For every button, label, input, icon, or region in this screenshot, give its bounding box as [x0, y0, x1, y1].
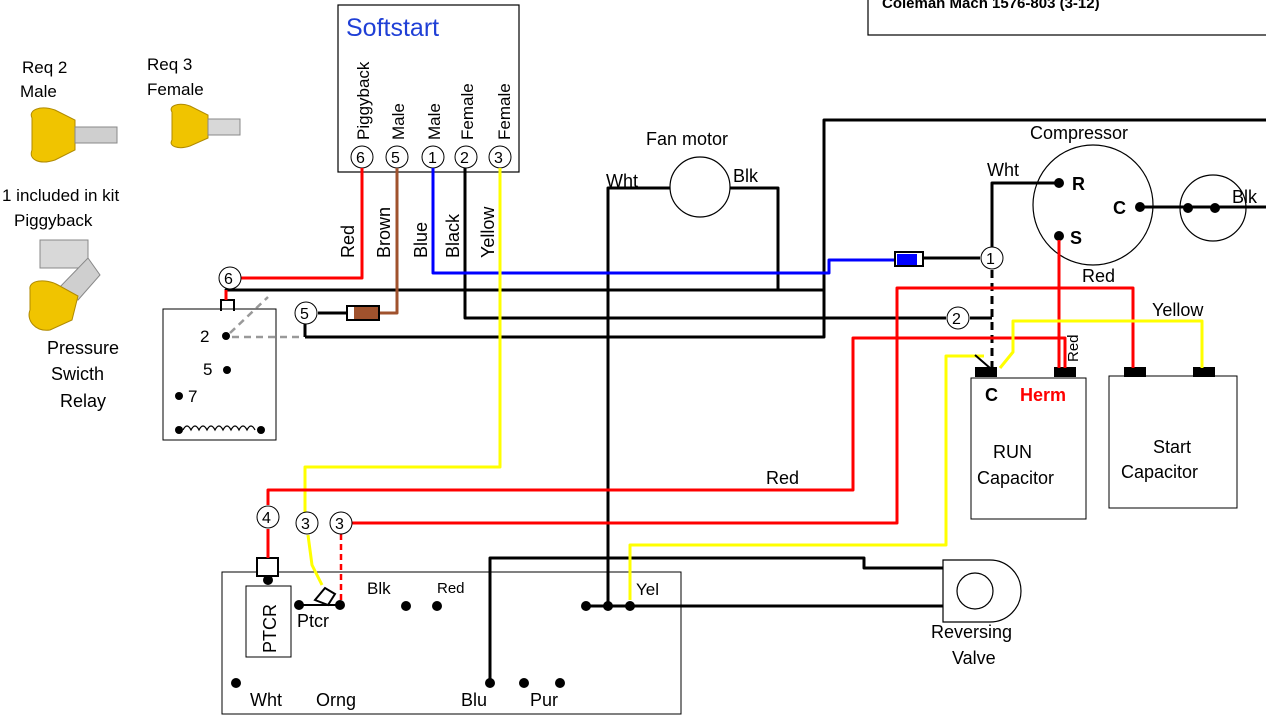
softstart-box: Softstart Piggyback Male Male Female Fem…: [337, 4, 520, 173]
req2-label: Req 2: [22, 58, 67, 77]
header-title: Coleman Mach 1576-803 (3-12): [882, 0, 1100, 12]
psr-terminal-2: 2: [200, 327, 209, 346]
board-ptcr-vertical: PTCR: [260, 604, 280, 653]
compressor-label: Compressor: [1030, 123, 1128, 143]
compressor-r: R: [1072, 174, 1085, 194]
piggyback-connector-icon: [28, 239, 101, 331]
plugs: [300, 251, 924, 607]
rv-label-2: Valve: [952, 648, 996, 668]
connector-legend: Req 2 Male Req 3 Female 1 included in ki…: [2, 55, 241, 331]
wire-black-label: Black: [443, 213, 463, 258]
wire-red-herm-label: Red: [1065, 334, 1082, 362]
psr-terminal-5: 5: [203, 360, 212, 379]
softstart-num-3: 3: [494, 150, 503, 167]
wire-labels: Red Brown Blue Black Yellow Red Red Yell…: [338, 206, 1204, 488]
board-blu: Blu: [461, 690, 487, 710]
board-blk: Blk: [367, 579, 391, 598]
wire-blue-label: Blue: [411, 222, 431, 258]
splice-6: 6: [224, 271, 233, 288]
psr-label-1: Pressure: [47, 338, 119, 358]
softstart-type-5: Male: [389, 103, 408, 140]
board-pur: Pur: [530, 690, 558, 710]
start-cap-label-1: Start: [1153, 437, 1191, 457]
coil-icon: [175, 425, 265, 434]
fan-blk: Blk: [733, 166, 759, 186]
wires: [224, 118, 1266, 683]
board-orng: Orng: [316, 690, 356, 710]
softstart-num-1: 1: [428, 150, 437, 167]
req3-label: Req 3: [147, 55, 192, 74]
splice-3b: 3: [335, 516, 344, 533]
start-capacitor: Start Capacitor: [1108, 367, 1238, 509]
start-cap-label-2: Capacitor: [1121, 462, 1198, 482]
board-ptcr: Ptcr: [297, 611, 329, 631]
psr-label-2: Swicth: [51, 364, 104, 384]
fan-label: Fan motor: [646, 129, 728, 149]
splice-5: 5: [300, 306, 309, 323]
compressor-s: S: [1070, 228, 1082, 248]
included-label: 1 included in kit: [2, 186, 119, 205]
splice-1: 1: [986, 251, 995, 268]
softstart-type-6: Piggyback: [354, 61, 373, 140]
compressor: Compressor Wht R C S Blk: [987, 123, 1258, 266]
fan-motor: Fan motor Wht Blk: [606, 129, 759, 218]
softstart-type-2: Female: [458, 83, 477, 140]
softstart-num-5: 5: [391, 150, 400, 167]
female-connector-icon: [170, 103, 241, 149]
reversing-valve: Reversing Valve: [931, 559, 1022, 668]
wire-yellow-label: Yellow: [478, 206, 498, 258]
splice-4: 4: [262, 510, 271, 527]
header-box: Coleman Mach 1576-803 (3-12): [867, 0, 1266, 36]
rv-label-1: Reversing: [931, 622, 1012, 642]
psr-terminal-7: 7: [188, 387, 197, 406]
run-cap-label-2: Capacitor: [977, 468, 1054, 488]
piggyback-label: Piggyback: [14, 211, 93, 230]
compressor-c: C: [1113, 198, 1126, 218]
male-connector-icon: [30, 107, 118, 163]
board-red: Red: [437, 580, 465, 597]
psr-label-3: Relay: [60, 391, 106, 411]
control-board: PTCR Ptcr Blk Red Yel Wht Orng Blu Pur: [221, 557, 682, 715]
wire-yellow-cap-label: Yellow: [1152, 300, 1204, 320]
board-wht: Wht: [250, 690, 282, 710]
softstart-num-2: 2: [460, 150, 469, 167]
run-capacitor: C Herm RUN Capacitor: [970, 367, 1087, 520]
board-yel: Yel: [636, 580, 659, 599]
wire-red-comp-label: Red: [1082, 266, 1115, 286]
softstart-type-3: Female: [495, 83, 514, 140]
softstart-num-6: 6: [356, 150, 365, 167]
softstart-title: Softstart: [346, 14, 439, 42]
req3-type: Female: [147, 80, 204, 99]
run-cap-c: C: [985, 385, 998, 405]
req2-type: Male: [20, 82, 57, 101]
compressor-wht: Wht: [987, 160, 1019, 180]
pressure-switch-relay: Pressure Swicth Relay 2 5 7: [47, 296, 300, 441]
fan-wht: Wht: [606, 171, 638, 191]
splice-2: 2: [952, 311, 961, 328]
compressor-blk: Blk: [1232, 187, 1258, 207]
run-cap-herm: Herm: [1020, 385, 1066, 405]
splice-markers: 6 5 1 2 4 3 3: [218, 246, 1004, 535]
run-cap-label-1: RUN: [993, 442, 1032, 462]
wire-red-label: Red: [338, 225, 358, 258]
splice-3a: 3: [301, 516, 310, 533]
wire-brown-label: Brown: [374, 207, 394, 258]
wire-red-run-label: Red: [766, 468, 799, 488]
softstart-type-1: Male: [425, 103, 444, 140]
